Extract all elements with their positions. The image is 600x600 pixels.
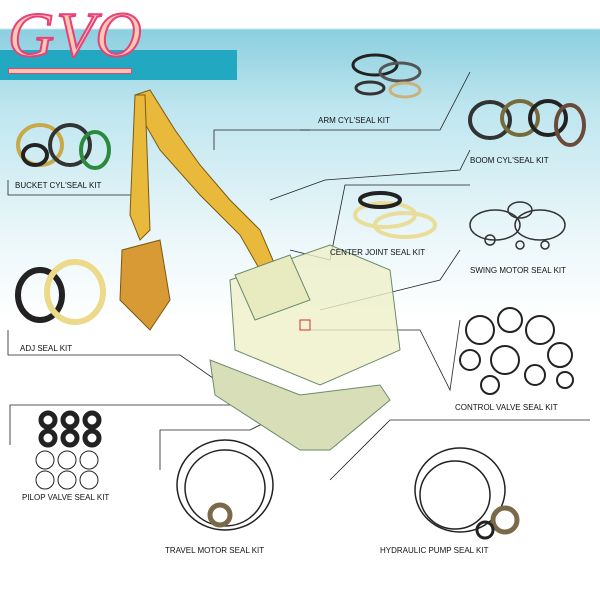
hydraulic-pump-seal-kit-image	[414, 447, 520, 540]
label-adj-seal-kit: ADJ SEAL KIT	[20, 344, 73, 353]
travel-motor-seal-kit-image	[176, 439, 274, 531]
logo-underline	[8, 68, 132, 74]
pilop-valve-seal-kit-image	[35, 410, 102, 490]
label-center-joint-seal-kit: CENTER JOINT SEAL KIT	[330, 248, 426, 257]
label-bucket-cyl-seal-kit: BUCKET CYL'SEAL KIT	[15, 181, 102, 190]
adj-seal-kit-image	[15, 259, 106, 325]
label-hydraulic-pump-seal-kit: HYDRAULIC PUMP SEAL KIT	[380, 546, 489, 555]
swing-motor-seal-kit-image	[469, 201, 566, 250]
label-travel-motor-seal-kit: TRAVEL MOTOR SEAL KIT	[165, 546, 265, 555]
leader-lines	[7, 71, 590, 481]
bucket-seal-kit-image	[16, 123, 111, 170]
brand-logo: GVO	[7, 0, 144, 70]
header-bar	[0, 50, 237, 80]
excavator-illustration	[119, 89, 401, 451]
arm-seal-kit-image	[351, 53, 422, 99]
boom-seal-kit-image	[468, 99, 586, 147]
center-joint-seal-kit-image	[353, 191, 437, 239]
label-swing-motor-seal-kit: SWING MOTOR SEAL KIT	[470, 266, 567, 275]
control-valve-seal-kit-image	[459, 307, 574, 395]
label-pilop-valve-seal-kit: PILOP VALVE SEAL KIT	[22, 493, 110, 502]
label-control-valve-seal-kit: CONTROL VALVE SEAL KIT	[455, 403, 558, 412]
seal-rings	[15, 53, 586, 540]
label-boom-cyl-seal-kit: BOOM CYL'SEAL KIT	[470, 156, 549, 165]
label-arm-cyl-seal-kit: ARM CYL'SEAL KIT	[318, 116, 390, 125]
